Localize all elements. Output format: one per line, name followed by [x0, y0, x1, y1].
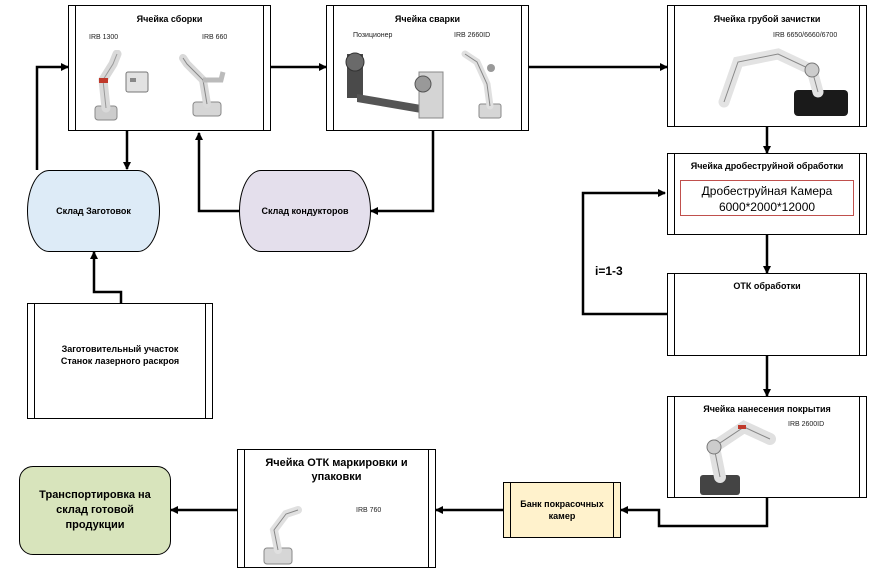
- assembly-cell-title: Ячейка сборки: [136, 14, 203, 24]
- blanks-storage: Склад Заготовок: [27, 170, 160, 252]
- transport-box: Транспортировка на склад готовой продукц…: [19, 466, 171, 555]
- fixtures-storage: Склад кондукторов: [239, 170, 371, 252]
- irb-760-robot-image: [263, 506, 302, 565]
- rough-cleaning-cell: Ячейка грубой зачистки IRB 6650/6660/670…: [667, 5, 867, 127]
- prep-area-box: Заготовительный участок Станок лазерного…: [27, 303, 213, 419]
- irb-2600id-robot-image: [700, 420, 776, 495]
- rough-cleaning-cell-title: Ячейка грубой зачистки: [713, 14, 821, 24]
- shot-blasting-cell-title: Ячейка дробеструйной обработки: [690, 161, 844, 171]
- welding-cell-title: Ячейка сварки: [394, 14, 461, 24]
- assembly-robot1-label: IRB 1300: [89, 34, 119, 41]
- arrow-prep-to-blanks: [90, 251, 123, 303]
- irb-2660id-robot-image: [461, 50, 502, 119]
- blanks-storage-label: Склад Заготовок: [56, 206, 131, 216]
- qc-packaging-robot-label: IRB 760: [356, 507, 382, 514]
- qc-packaging-title-line2: упаковки: [311, 471, 362, 483]
- qc-processing-cell: ОТК обработки: [667, 273, 867, 356]
- irb-1300-robot-image: [94, 50, 122, 121]
- arrow-fixtures-to-assembly: [195, 132, 239, 213]
- controller-cabinet-image: [125, 71, 149, 93]
- coating-cell: Ячейка нанесения покрытия IRB 2600ID: [667, 396, 867, 498]
- arrow-loop-back: [581, 189, 667, 316]
- arrow-blanks-to-assembly: [35, 63, 69, 170]
- positioner-image: [345, 52, 444, 119]
- qc-processing-cell-title: ОТК обработки: [733, 281, 801, 291]
- rough-cleaning-robot-label: IRB 6650/6660/6700: [773, 32, 838, 39]
- assembly-robot2-label: IRB 660: [202, 34, 228, 41]
- transport-label-line2: склад готовой: [56, 504, 134, 516]
- camera-name: Дробеструйная Камера: [701, 184, 833, 198]
- arrow-coating-to-bank: [620, 498, 769, 528]
- irb-660-robot-image: [179, 54, 226, 117]
- welding-robot-label: IRB 2660ID: [454, 32, 491, 39]
- shot-blasting-cell: Ячейка дробеструйной обработки Дробестру…: [667, 153, 867, 235]
- prep-area-line2: Станок лазерного раскроя: [60, 356, 180, 366]
- assembly-cell: Ячейка сборки IRB 1300 IRB 660: [68, 5, 271, 131]
- qc-packaging-cell: Ячейка ОТК маркировки и упаковки IRB 760: [237, 449, 436, 568]
- positioner-label: Позиционер: [353, 32, 393, 39]
- camera-dimensions: 6000*2000*12000: [718, 200, 816, 214]
- arrow-welding-to-fixtures: [370, 131, 435, 215]
- iteration-label: i=1-3: [595, 264, 623, 278]
- prep-area-line1: Заготовительный участок: [61, 344, 179, 354]
- irb-6650-robot-image: [718, 48, 848, 116]
- fixtures-storage-label: Склад кондукторов: [261, 206, 349, 216]
- qc-packaging-title-line1: Ячейка ОТК маркировки и: [265, 457, 408, 469]
- coating-robot-label: IRB 2600ID: [788, 421, 825, 428]
- paint-bank-label-line2: камер: [548, 511, 576, 521]
- coating-cell-title: Ячейка нанесения покрытия: [703, 404, 831, 414]
- paint-bank-box: Банк покрасочных камер: [503, 482, 621, 538]
- transport-label-line3: продукции: [65, 519, 125, 531]
- shot-blasting-camera-box: Дробеструйная Камера 6000*2000*12000: [680, 180, 854, 216]
- welding-cell: Ячейка сварки Позиционер IRB 2660ID: [326, 5, 529, 131]
- transport-label-line1: Транспортировка на: [39, 489, 151, 501]
- paint-bank-label-line1: Банк покрасочных: [520, 499, 604, 509]
